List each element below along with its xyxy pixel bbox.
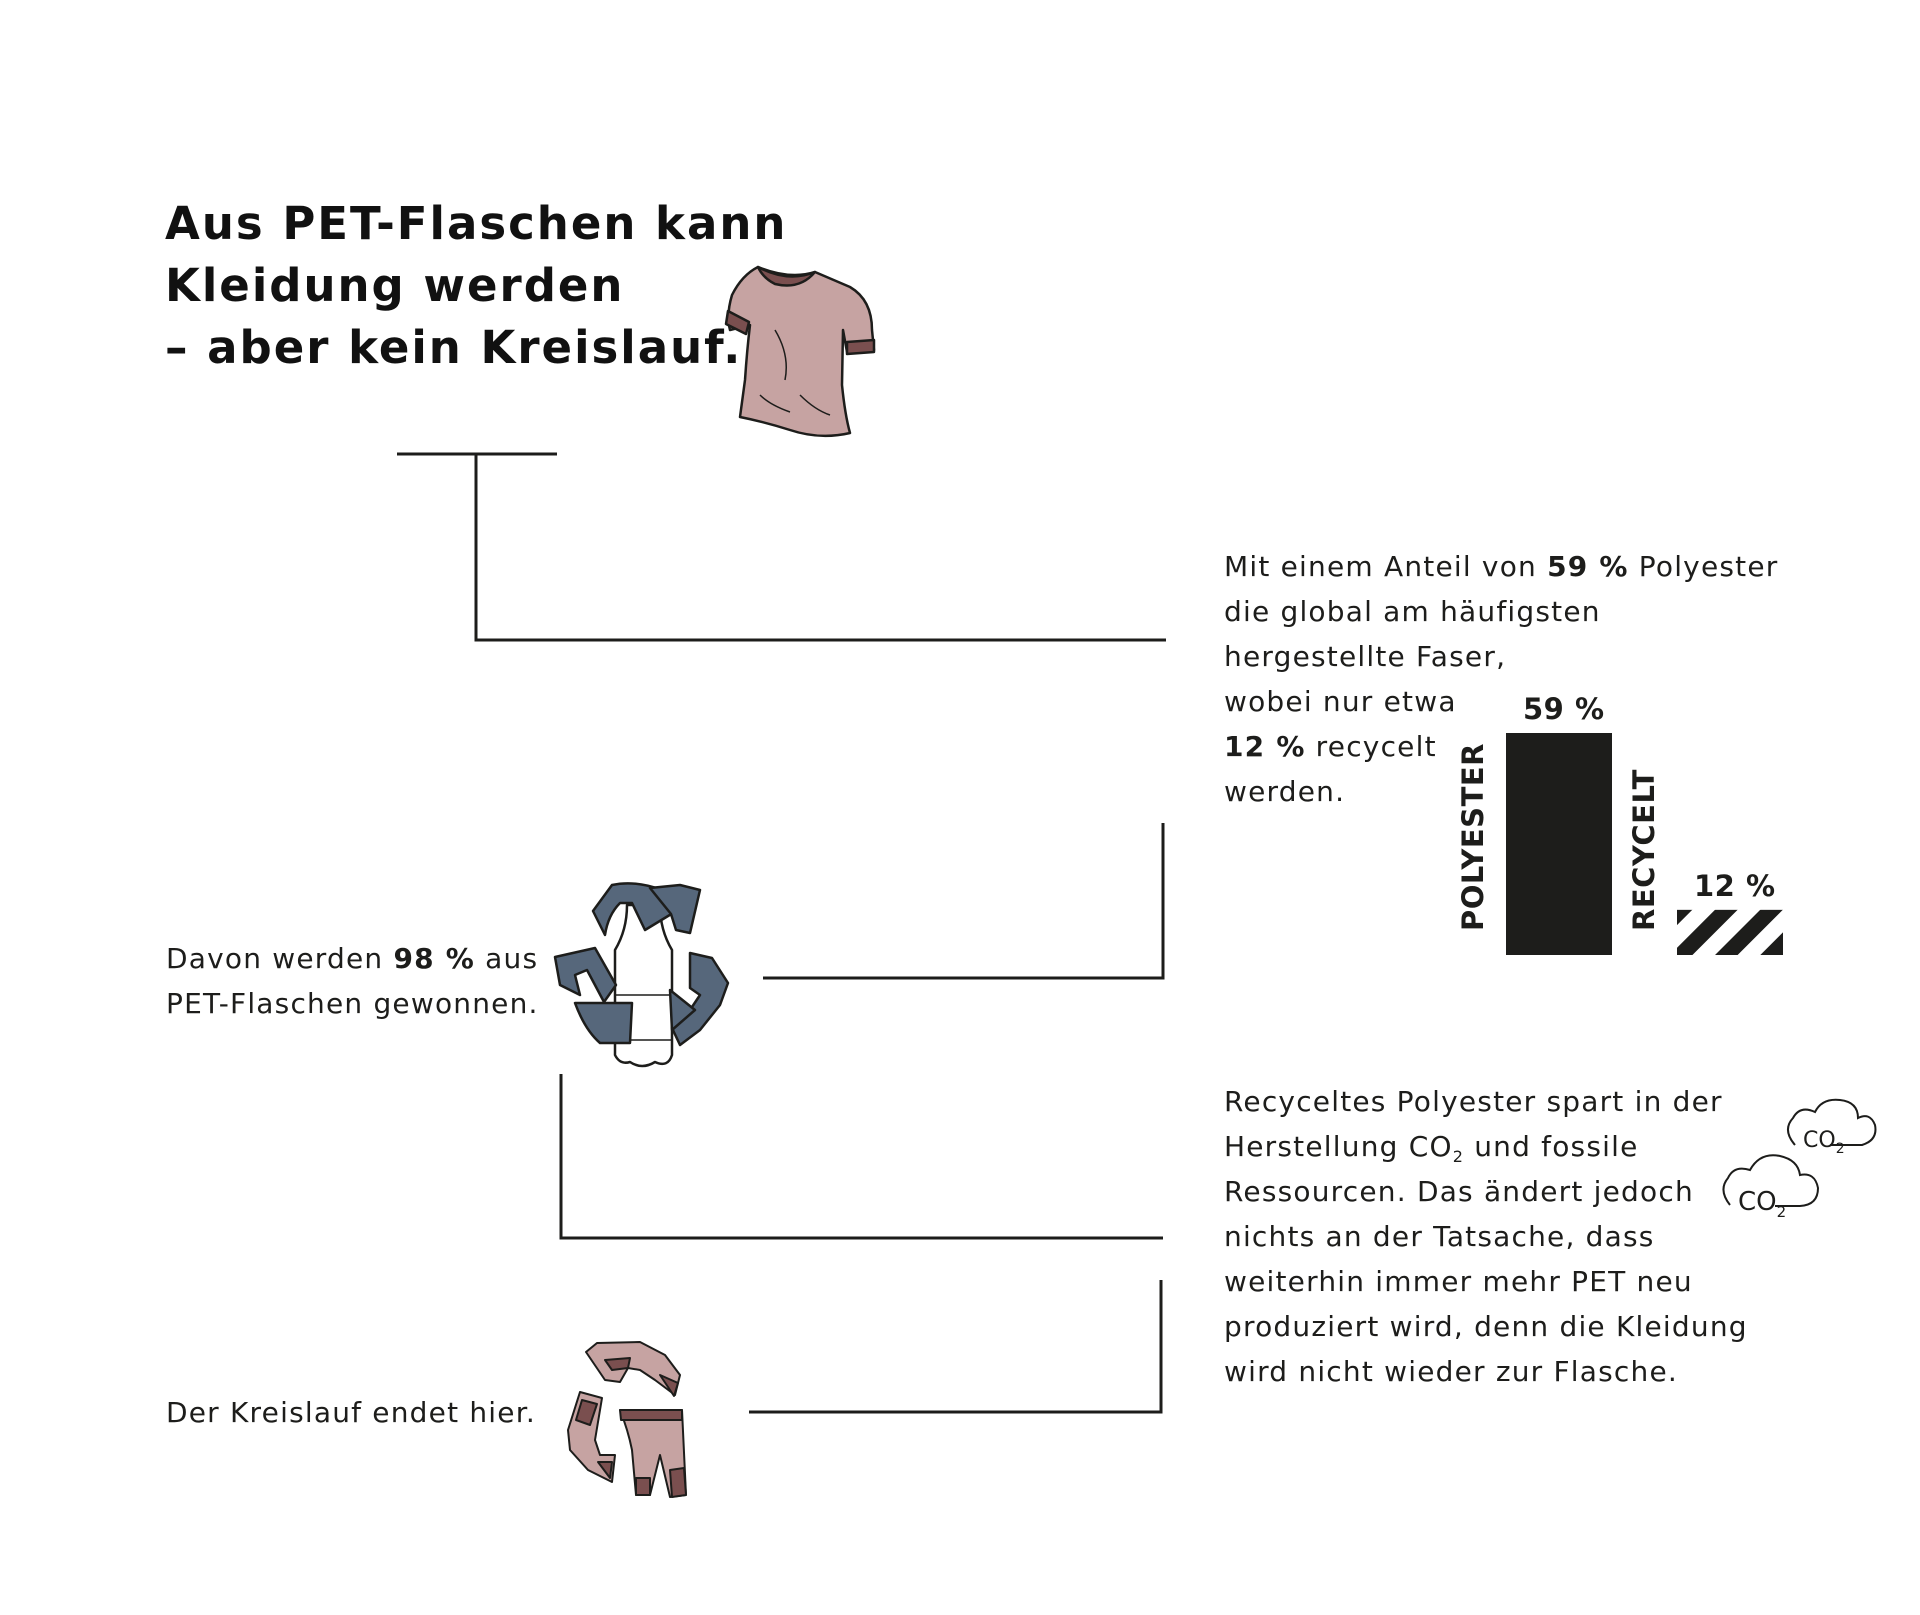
fact2-percent: 98 % <box>393 942 476 975</box>
fact-pet-source: Davon werden 98 % aus PET-Flaschen gewon… <box>166 936 539 1026</box>
bar-chart <box>1506 733 1783 955</box>
fact1-line-2: die global am häufigsten <box>1224 595 1601 628</box>
fact1-polyester-percent: 59 % <box>1547 550 1629 583</box>
fact3-line-5: weiterhin immer mehr PET neu <box>1224 1265 1693 1298</box>
title-line-3: – aber kein Kreislauf. <box>165 321 743 374</box>
fact3-line-7: wird nicht wieder zur Flasche. <box>1224 1355 1678 1388</box>
fact1-line-3: hergestellte Faser, <box>1224 640 1507 673</box>
fact3-subscript: 2 <box>1452 1147 1465 1166</box>
bar-value-label-recycelt: 12 % <box>1694 868 1776 903</box>
fact3-text: und fossile <box>1464 1130 1639 1163</box>
bar-recycelt <box>1677 909 1783 955</box>
fact-cycle-ends: Der Kreislauf endet hier. <box>166 1390 536 1435</box>
fact3-text: Herstellung CO <box>1224 1130 1453 1163</box>
fact1-text: recycelt <box>1305 730 1437 763</box>
bar-value-label-polyester: 59 % <box>1523 692 1605 726</box>
fact1-line-6: werden. <box>1224 775 1346 808</box>
tshirt-icon <box>724 265 876 438</box>
title-line-1: Aus PET-Flaschen kann <box>165 197 788 250</box>
fact3-line-4: nichts an der Tatsache, dass <box>1224 1220 1655 1253</box>
recycling-bottle-icon <box>553 882 730 1068</box>
co2-label-small: CO2 <box>1803 1128 1845 1157</box>
fact3-line-6: produziert wird, denn die Kleidung <box>1224 1310 1748 1343</box>
fact-polyester-share: Mit einem Anteil von 59 % Polyester die … <box>1224 544 1778 814</box>
connector-line-2 <box>763 823 1165 980</box>
fact1-text: Polyester <box>1628 550 1779 583</box>
fact2-line-2: PET-Flaschen gewonnen. <box>166 987 539 1020</box>
connector-line-3 <box>559 1074 1163 1240</box>
co2-label-large: CO2 <box>1738 1187 1786 1221</box>
fact3-line-1: Recyceltes Polyester spart in der <box>1224 1085 1723 1118</box>
fact1-text: Mit einem Anteil von <box>1224 550 1548 583</box>
page-title: Aus PET-Flaschen kann Kleidung werden – … <box>165 193 787 379</box>
fact3-line-3: Ressourcen. Das ändert jedoch <box>1224 1175 1694 1208</box>
bar-polyester <box>1506 733 1612 955</box>
connector-line-4 <box>749 1280 1163 1414</box>
fact4-line-1: Der Kreislauf endet hier. <box>166 1396 536 1429</box>
title-line-2: Kleidung werden <box>165 259 625 312</box>
co2-cloud-icon <box>1722 1098 1877 1207</box>
fact2-text: Davon werden <box>166 942 394 975</box>
fact2-text: aus <box>475 942 539 975</box>
connector-lines <box>397 452 1166 1414</box>
fact1-recycled-percent: 12 % <box>1224 730 1306 763</box>
connector-line-1 <box>397 452 1166 642</box>
fact-co2-savings: Recyceltes Polyester spart in der Herste… <box>1224 1079 1748 1394</box>
fact1-line-4: wobei nur etwa <box>1224 685 1457 718</box>
clothing-recycle-icon <box>567 1341 687 1498</box>
